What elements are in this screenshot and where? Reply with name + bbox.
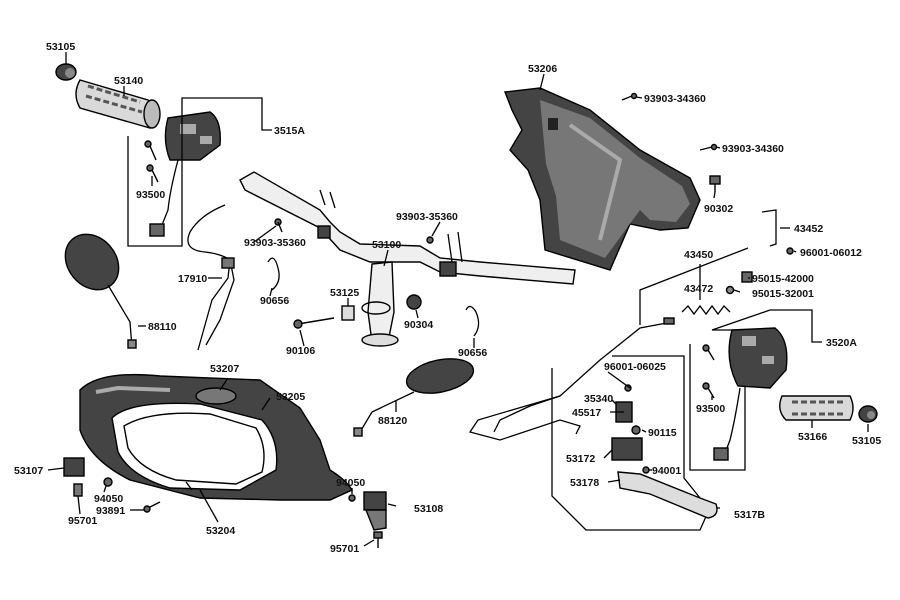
label-3520A: 3520A: [826, 337, 857, 349]
screw-93500-right: [702, 344, 715, 399]
label-53140: 53140: [114, 75, 143, 87]
bracket-3520A: [689, 309, 822, 471]
bracket-3515A: [127, 97, 272, 247]
label-35340: 35340: [584, 393, 613, 405]
label-96001-06025: 96001-06025: [604, 361, 666, 373]
label-95015-42000: 95015-42000: [752, 273, 814, 285]
label-94001: 94001: [652, 465, 681, 477]
label-93903-34360-a: 93903-34360: [644, 93, 706, 105]
switch-housing-right: [713, 327, 788, 461]
screw-93500-left: [144, 140, 159, 183]
label-53125: 53125: [330, 287, 359, 299]
spring-and-brake-cable: [468, 304, 731, 441]
label-53107: 53107: [14, 465, 43, 477]
leader-lines: [47, 52, 869, 547]
parts-stem-area: [274, 218, 434, 329]
label-90304: 90304: [404, 319, 433, 331]
throttle-grip: [75, 79, 161, 129]
label-95701-center: 95701: [330, 543, 359, 555]
stem: [361, 261, 399, 347]
label-90656-center: 90656: [458, 347, 487, 359]
switch-53107: [63, 457, 161, 513]
bar-end-weight-left: [55, 63, 77, 81]
handlebar-cover-53205: [79, 373, 354, 501]
label-53172: 53172: [566, 453, 595, 465]
label-5317B: 5317B: [734, 509, 765, 521]
label-93500-right: 93500: [696, 403, 725, 415]
label-17910: 17910: [178, 273, 207, 285]
front-cover-53206: [504, 87, 701, 271]
switch-53108: [348, 491, 387, 548]
label-93891: 93891: [96, 505, 125, 517]
label-94050-left: 94050: [94, 493, 123, 505]
label-90656-left: 90656: [260, 295, 289, 307]
label-93903-34360-b: 93903-34360: [722, 143, 784, 155]
switch-housing-left: [149, 111, 221, 237]
clip-90656-center: [465, 305, 480, 337]
mirror-left: [64, 233, 137, 349]
screws-cover-area: [621, 92, 794, 295]
mirror-right: [353, 358, 475, 437]
label-94050-center: 94050: [336, 477, 365, 489]
label-88110: 88110: [148, 321, 177, 333]
label-53105-right: 53105: [852, 435, 881, 447]
grip-right: [779, 395, 854, 421]
throttle-cable: [187, 204, 235, 351]
label-93903-35360-center: 93903-35360: [396, 211, 458, 223]
label-53204: 53204: [206, 525, 235, 537]
part-labels: 53105 53140 3515A 93500 17910 93903-3536…: [14, 41, 881, 555]
label-53108: 53108: [414, 503, 443, 515]
label-90115: 90115: [648, 427, 677, 439]
bar-end-weight-right: [858, 405, 878, 423]
label-45517: 45517: [572, 407, 601, 419]
label-53166: 53166: [798, 431, 827, 443]
label-43472: 43472: [684, 283, 713, 295]
label-88120: 88120: [378, 415, 407, 427]
label-95015-32001: 95015-32001: [752, 288, 814, 300]
label-53105-left: 53105: [46, 41, 75, 53]
label-53207: 53207: [210, 363, 239, 375]
label-96001-06012: 96001-06012: [800, 247, 862, 259]
label-90302: 90302: [704, 203, 733, 215]
label-53206: 53206: [528, 63, 557, 75]
label-93500-left: 93500: [136, 189, 165, 201]
handlebar: [239, 171, 576, 285]
bracket-43450: [639, 247, 749, 325]
brake-lever-parts: [611, 384, 718, 519]
label-3515A: 3515A: [274, 125, 305, 137]
label-53205: 53205: [276, 391, 305, 403]
clip-90656-left: [267, 257, 280, 291]
label-90106: 90106: [286, 345, 315, 357]
label-43452: 43452: [794, 223, 823, 235]
label-53100: 53100: [372, 239, 401, 251]
label-93903-35360-left: 93903-35360: [244, 237, 306, 249]
label-53178: 53178: [570, 477, 599, 489]
label-43450: 43450: [684, 249, 713, 261]
label-95701-left: 95701: [68, 515, 97, 527]
